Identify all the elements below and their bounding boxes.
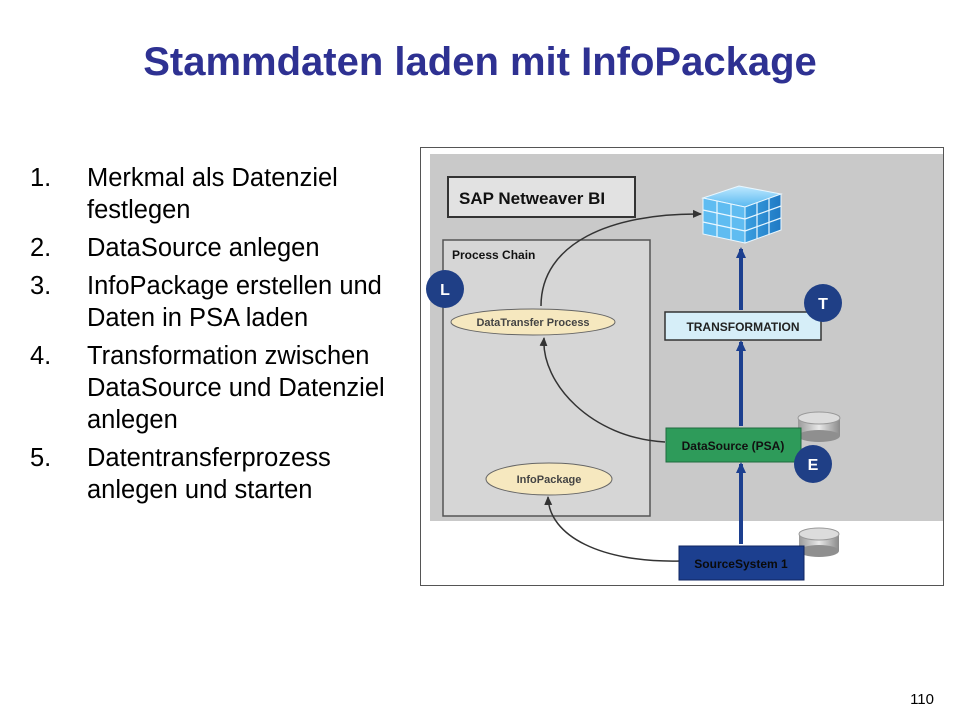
step-number: 3. bbox=[30, 272, 52, 300]
system-label-box bbox=[447, 176, 636, 218]
badge-t bbox=[804, 284, 842, 322]
process-chain-label: Process Chain bbox=[452, 248, 535, 262]
step-number: 1. bbox=[30, 164, 52, 192]
architecture-diagram: SAP Netweaver BI Process Chain DataTrans… bbox=[420, 147, 944, 586]
datasource-to-dtp-arrow bbox=[539, 337, 666, 443]
transformation-box bbox=[664, 311, 822, 341]
badge-t-label: T bbox=[818, 296, 828, 313]
dtp-to-cube-arrow bbox=[540, 209, 702, 307]
step-item: 1. Merkmal als Datenziel festlegen bbox=[30, 162, 410, 226]
diagram-canvas: SAP Netweaver BI Process Chain DataTrans… bbox=[426, 154, 943, 581]
steps-list: 1. Merkmal als Datenziel festlegen 2. Data… bbox=[30, 162, 410, 512]
step-item: 3. InfoPackage erstellen und Daten in PSA… bbox=[30, 270, 410, 334]
page-number: 110 bbox=[910, 691, 934, 708]
infopackage-label: InfoPackage bbox=[517, 474, 582, 486]
slide-title: Stammdaten laden mit InfoPackage bbox=[143, 40, 817, 84]
dtp-ellipse bbox=[450, 308, 616, 336]
step-text: Transformation zwischen DataSource und D… bbox=[87, 342, 385, 434]
source-system-label: SourceSystem 1 bbox=[694, 557, 788, 571]
badge-e-label: E bbox=[808, 457, 819, 474]
datasource-box bbox=[665, 427, 802, 463]
source-to-infopackage-arrow bbox=[544, 496, 682, 562]
step-number: 2. bbox=[30, 234, 52, 262]
step-text: DataSource anlegen bbox=[87, 234, 320, 262]
infocube-icon bbox=[701, 185, 783, 244]
badge-e bbox=[794, 445, 832, 483]
source-database-icon bbox=[798, 527, 840, 557]
step-item: 2. DataSource anlegen bbox=[30, 232, 410, 264]
psa-database-icon bbox=[797, 411, 841, 442]
infopackage-ellipse bbox=[485, 462, 613, 496]
badge-l-label: L bbox=[440, 282, 450, 299]
step-number: 5. bbox=[30, 444, 52, 472]
step-item: 5. Datentransferprozess anlegen und start… bbox=[30, 442, 410, 506]
transformation-label: TRANSFORMATION bbox=[686, 320, 799, 334]
badge-l bbox=[426, 270, 464, 308]
step-text: Datentransferprozess anlegen und starten bbox=[87, 444, 331, 504]
datasource-label: DataSource (PSA) bbox=[682, 439, 785, 453]
step-number: 4. bbox=[30, 342, 52, 370]
system-label: SAP Netweaver BI bbox=[459, 189, 605, 208]
dtp-label: DataTransfer Process bbox=[476, 317, 589, 329]
source-system-box bbox=[678, 545, 805, 581]
step-text: Merkmal als Datenziel festlegen bbox=[87, 164, 338, 224]
step-item: 4. Transformation zwischen DataSource und… bbox=[30, 340, 410, 436]
step-text: InfoPackage erstellen und Daten in PSA l… bbox=[87, 272, 382, 332]
